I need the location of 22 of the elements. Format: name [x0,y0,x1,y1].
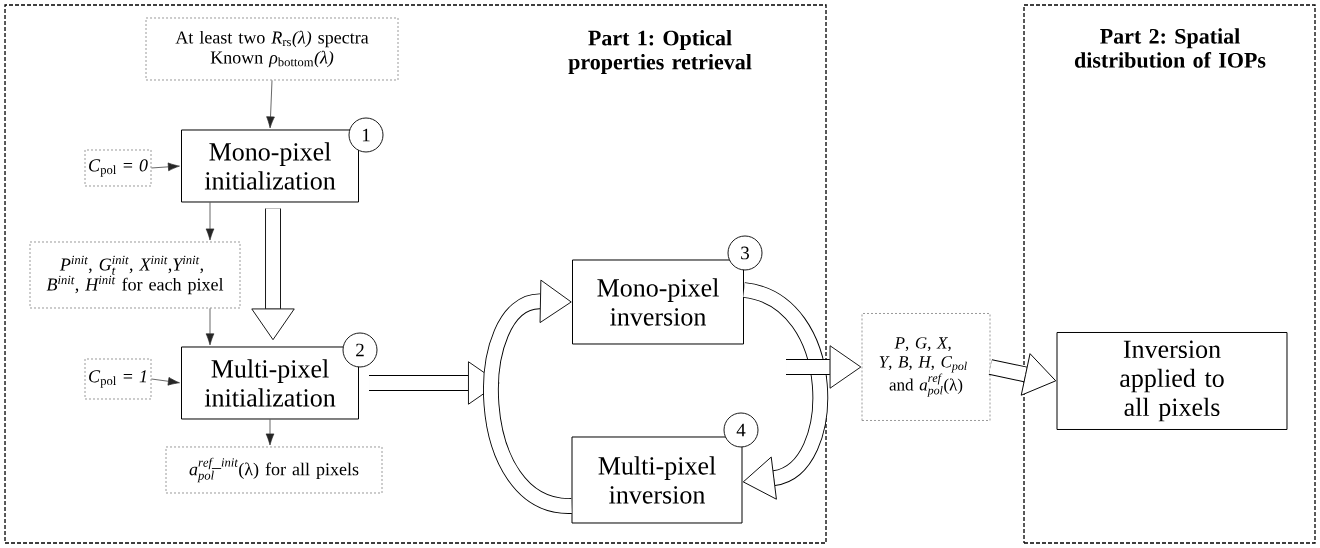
arrow [205,308,215,346]
curved-arrow [742,282,828,500]
panel-heading: Part 1: Optical properties retrieval [568,30,752,74]
arrow [151,162,180,172]
arrow [151,377,180,386]
data-box: $P^{init}\mbox{, }G^{init}_{t}\mbox{, }X^{init}\mbox{,}Y^{init}\mbox{, }\allowbreak B^{init}\mbox{, }H^{init}\mbox{ for each pixel}$ [29,241,241,309]
panel-heading: Part 2: Spatial distribution of IOPs [1074,28,1266,68]
process-box: Inversion applied to all pixels [1056,332,1288,430]
data-box: At least two R$_{rs}$(λ) spectra Known ρ$_{bottom}$(λ) [145,17,399,81]
curved-arrow [483,279,573,514]
data-box: C$_{pol}$ = 0 [84,149,152,187]
block-arrow [786,345,862,389]
arrow [266,80,275,129]
arrow [205,202,215,241]
data-box: $P\mbox{, }G\mbox{, }X\mbox{, }\allowbreak Y\mbox{, }B\mbox{, }H\mbox{, }C_{pol}\mbox{ }\allowbreak\mbox{and }a^{ref}_{pol}\mbox{(λ)}$ [861,313,991,421]
data-box: $a^{ref\_init}_{pol}\mbox{(λ) for all pixels}$ [165,446,383,494]
block-arrow [369,361,500,405]
arrow [265,419,275,446]
block-arrow [988,353,1057,396]
block-arrow [251,208,295,341]
data-box: C$_{pol}$ = 1 [84,358,152,400]
process-box: Mono-pixel initialization [181,129,359,203]
